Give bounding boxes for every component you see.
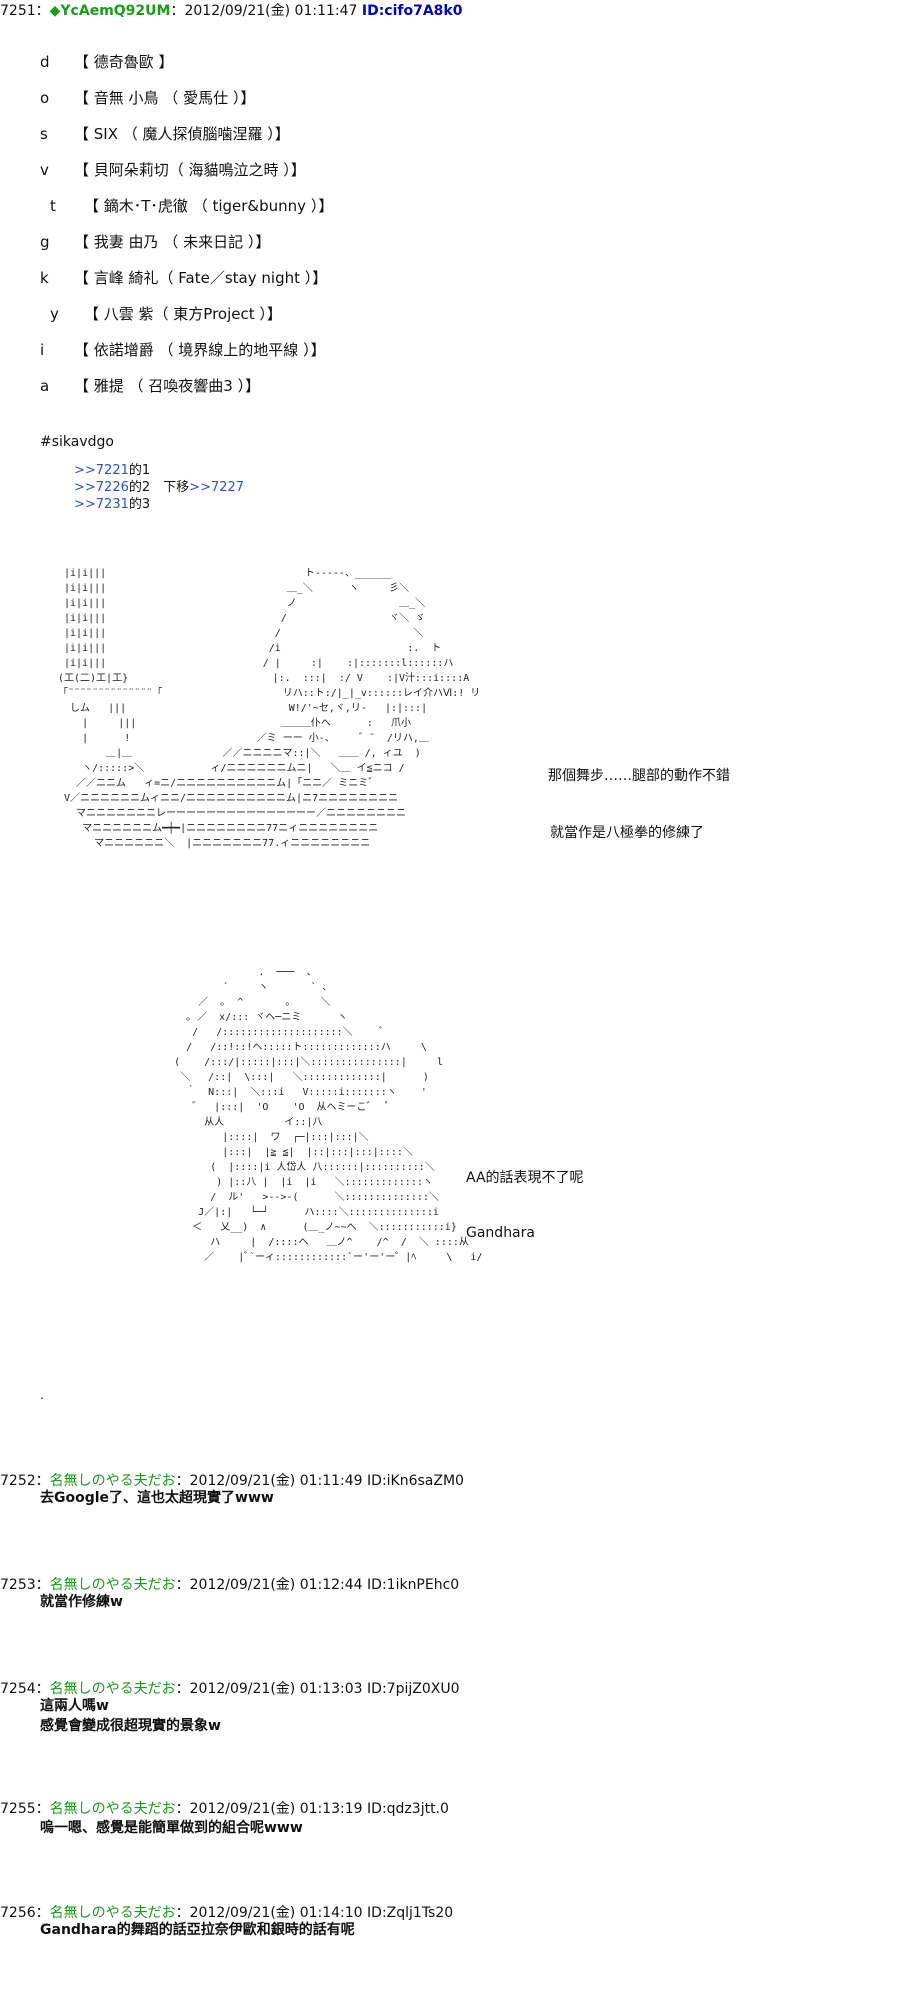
stray-dot: . (40, 1388, 44, 1402)
anchor-line: >>7231的3 (74, 497, 150, 513)
post-header-7255: 7255：名無しのやる夫だお：2012/09/21(金) 01:13:19 ID… (0, 1800, 449, 1818)
anchor-link[interactable]: >>7226 (74, 480, 129, 495)
list-letter: t (50, 197, 56, 215)
anchor-extra-text: 下移 (150, 480, 190, 495)
list-text: 【 德奇魯歐 】 (74, 53, 174, 71)
poster-name[interactable]: 名無しのやる夫だお (49, 1681, 176, 1697)
anchor-suffix: 的3 (128, 497, 151, 512)
anchor-extra-link[interactable]: >>7227 (189, 480, 245, 495)
post-meta: ：2012/09/21(金) 01:12:44 ID:1iknPEhc0 (175, 1577, 460, 1593)
list-text: 【 言峰 綺礼（ Fate／stay night ）】 (74, 269, 328, 287)
list-item: o 【 音無 小鳥 （ 愛馬仕 ）】 (40, 89, 255, 107)
art1-caption-2: 就當作是八極拳的修練了 (550, 825, 704, 841)
list-letter: o (40, 89, 50, 107)
post-meta: ：2012/09/21(金) 01:11:49 ID:iKn6saZM0 (175, 1473, 464, 1489)
poster-name[interactable]: 名無しのやる夫だお (49, 1473, 176, 1489)
list-text: 【 八雲 紫（ 東方Project ）】 (84, 305, 282, 323)
list-letter: a (40, 377, 50, 395)
post-separator: ： (35, 1473, 50, 1489)
anchor-line: >>7226的2 下移>>7227 (74, 480, 244, 496)
list-item: i 【 依諾增爵 （ 境界線上的地平線 ）】 (40, 341, 326, 359)
list-letter: k (40, 269, 49, 287)
poster-name[interactable]: 名無しのやる夫だお (49, 1577, 176, 1593)
post-number: 7254 (0, 1681, 36, 1697)
list-letter: v (40, 161, 49, 179)
post-header-7251: 7251：◆YcAemQ92UM：2012/09/21(金) 01:11:47 … (0, 2, 462, 20)
reply-body: 這兩人嗎w 感覺會變成很超現實的景象w (40, 1696, 221, 1736)
post-number: 7251 (0, 3, 36, 19)
post-header-7256: 7256：名無しのやる夫だお：2012/09/21(金) 01:14:10 ID… (0, 1904, 453, 1922)
list-text: 【 音無 小鳥 （ 愛馬仕 ）】 (74, 89, 256, 107)
list-letter: g (40, 233, 50, 251)
ascii-art-character: . ─── 、 ´ ヽ ` ､ ／ ｡ ^ ｡ ＼ ｡ ／ x/::: ヾヘ─ニ… (174, 967, 483, 1263)
post-number: 7256 (0, 1905, 36, 1921)
reply-line: 感覺會變成很超現實的景象w (40, 1718, 221, 1734)
reply-body: 嗚一嗯、感覺是能簡單做到的組合呢www (40, 1818, 303, 1838)
poster-id[interactable]: ID:cifo7A8k0 (361, 3, 463, 19)
list-text: 【 貝阿朵莉切（ 海貓鳴泣之時 ）】 (74, 161, 306, 179)
list-letter: s (40, 125, 48, 143)
list-text: 【 SIX （ 魔人探偵腦噛涅羅 ）】 (74, 125, 290, 143)
art2-caption-2: Gandhara (466, 1225, 535, 1241)
post-meta: ：2012/09/21(金) 01:14:10 ID:Zqlj1Ts20 (175, 1905, 454, 1921)
post-header-7253: 7253：名無しのやる夫だお：2012/09/21(金) 01:12:44 ID… (0, 1576, 459, 1594)
reply-line: 嗚一嗯、感覺是能簡單做到的組合呢www (40, 1820, 303, 1836)
list-item: a 【 雅提 （ 召喚夜響曲3 ）】 (40, 377, 260, 395)
post-separator: ： (35, 1801, 50, 1817)
reply-body: 去Google了、這也太超現實了www (40, 1488, 274, 1508)
reply-line: 就當作修練w (40, 1594, 123, 1610)
trip-diamond: ◆ (49, 3, 61, 19)
hashtag-text: #sikavdgo (40, 434, 114, 450)
list-item: s 【 SIX （ 魔人探偵腦噛涅羅 ）】 (40, 125, 290, 143)
list-item: k 【 言峰 綺礼（ Fate／stay night ）】 (40, 269, 327, 287)
list-item: g 【 我妻 由乃 （ 未来日記 ）】 (40, 233, 270, 251)
list-letter: i (40, 341, 45, 359)
list-item: d 【 德奇魯歐 】 (40, 53, 174, 71)
post-number: 7255 (0, 1801, 36, 1817)
post-separator: ： (35, 3, 50, 19)
art2-caption-1: AA的話表現不了呢 (466, 1170, 584, 1186)
art1-caption-1: 那個舞步……腿部的動作不錯 (548, 768, 730, 784)
list-letter: y (50, 305, 59, 323)
reply-line: Gandhara的舞蹈的話亞拉奈伊歐和銀時的話有呢 (40, 1922, 355, 1938)
list-text: 【 依諾增爵 （ 境界線上的地平線 ）】 (74, 341, 326, 359)
post-separator: ： (35, 1681, 50, 1697)
post-meta: ：2012/09/21(金) 01:13:03 ID:7pijZ0XU0 (175, 1681, 460, 1697)
anchor-link[interactable]: >>7221 (74, 463, 129, 478)
poster-name[interactable]: YcAemQ92UM (60, 3, 171, 19)
anchor-link[interactable]: >>7231 (74, 497, 129, 512)
list-item: t 【 鏑木･T･虎徹 （ tiger&bunny ）】 (50, 197, 333, 215)
list-text: 【 雅提 （ 召喚夜響曲3 ）】 (74, 377, 261, 395)
post-separator: ： (35, 1577, 50, 1593)
anchor-line: >>7221的1 (74, 463, 150, 479)
post-meta: ：2012/09/21(金) 01:13:19 ID:qdz3jtt.0 (175, 1801, 449, 1817)
ascii-art-sword-dancer: |i|i||| ト-----、______ |i|i||| ＿_＼ ヽ 彡＼ |… (58, 568, 481, 849)
list-item: v 【 貝阿朵莉切（ 海貓鳴泣之時 ）】 (40, 161, 306, 179)
post-header-7254: 7254：名無しのやる夫だお：2012/09/21(金) 01:13:03 ID… (0, 1680, 459, 1698)
post-datetime: ：2012/09/21(金) 01:11:47 (170, 3, 358, 19)
poster-name[interactable]: 名無しのやる夫だお (49, 1905, 176, 1921)
post-number: 7253 (0, 1577, 36, 1593)
list-text: 【 我妻 由乃 （ 未来日記 ）】 (74, 233, 271, 251)
poster-name[interactable]: 名無しのやる夫だお (49, 1801, 176, 1817)
post-number: 7252 (0, 1473, 36, 1489)
anchor-suffix: 的1 (128, 463, 151, 478)
post-header-7252: 7252：名無しのやる夫だお：2012/09/21(金) 01:11:49 ID… (0, 1472, 464, 1490)
list-text: 【 鏑木･T･虎徹 （ tiger&bunny ）】 (84, 197, 334, 215)
list-letter: d (40, 53, 50, 71)
reply-line: 去Google了、這也太超現實了www (40, 1490, 274, 1506)
reply-body: 就當作修練w (40, 1592, 123, 1612)
list-item: y 【 八雲 紫（ 東方Project ）】 (50, 305, 282, 323)
reply-line: 這兩人嗎w (40, 1698, 109, 1714)
anchor-suffix: 的2 (128, 480, 151, 495)
post-separator: ： (35, 1905, 50, 1921)
reply-body: Gandhara的舞蹈的話亞拉奈伊歐和銀時的話有呢 (40, 1920, 355, 1940)
